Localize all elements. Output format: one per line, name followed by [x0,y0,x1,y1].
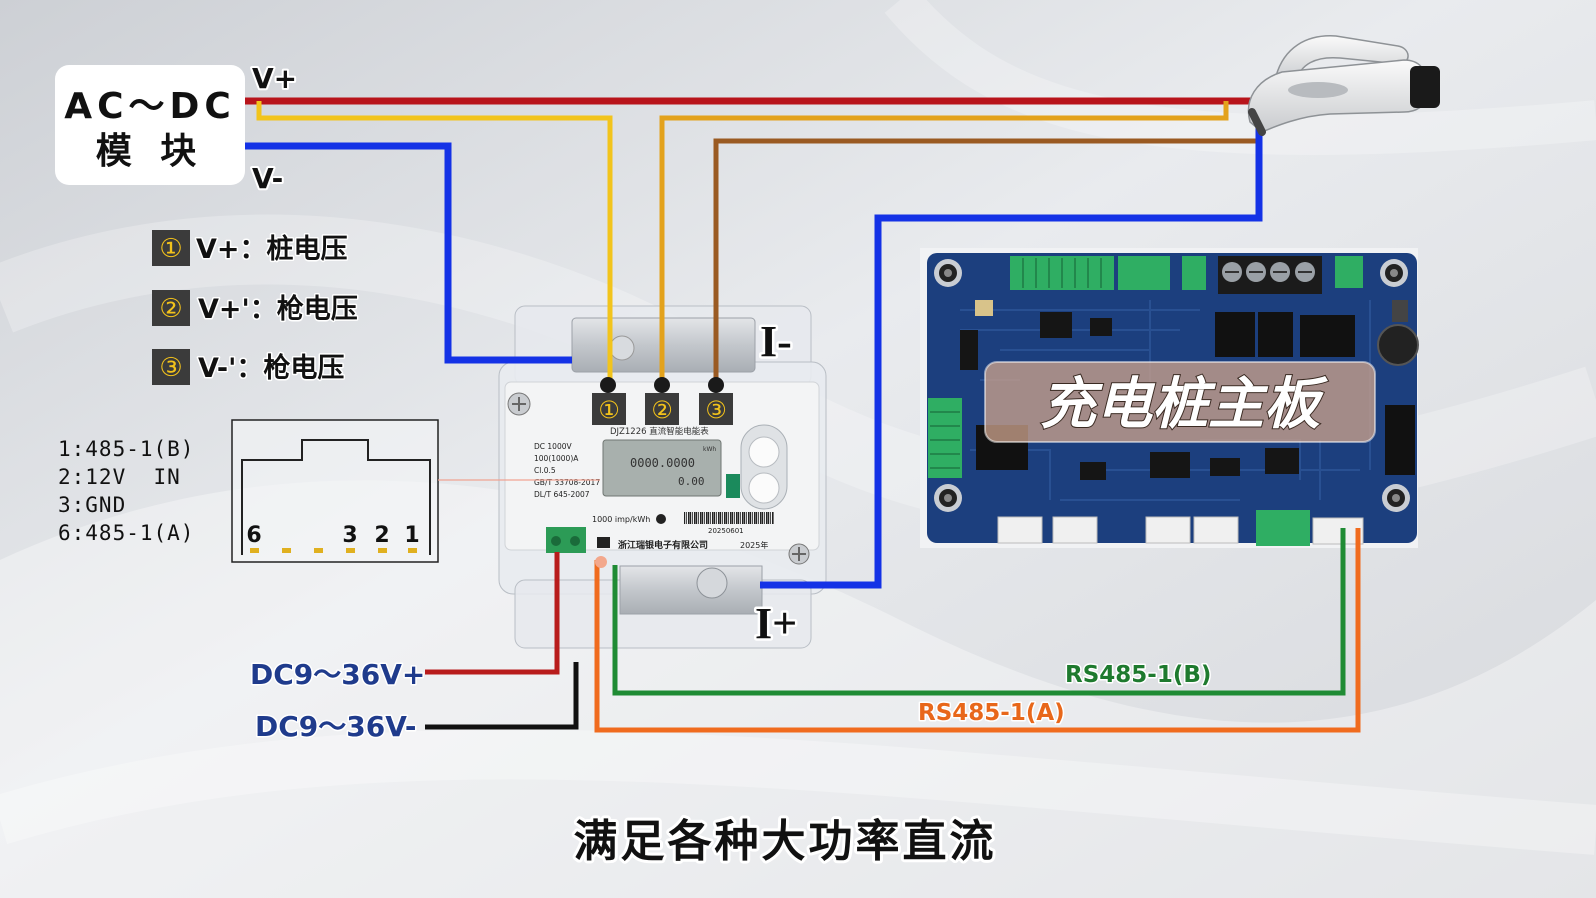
supply-negative-label: DC9～36V- [255,710,417,743]
lcd-unit: kWh [703,446,716,453]
ac-dc-module-box: AC～DC 模 块 [55,65,245,185]
legend-text-3: V-'：枪电压 [198,352,344,384]
module-line2: 模 块 [96,131,205,172]
pinout-line-4: 6:485-1(A) [58,521,194,545]
lcd-power: 0.00 [678,475,705,488]
wires [245,97,1361,733]
terminal-label-2: ② [651,396,673,424]
legend-num-1: ① [159,234,182,264]
wire-supply-positive [425,552,560,675]
connector-pin-3: 3 [342,523,357,548]
terminal-label-1: ① [598,396,620,424]
connector-diagram: 6 3 2 1 [231,419,439,563]
lcd-energy: 0000.0000 [630,456,695,470]
video-subtitle: 满足各种大功率直流 [574,816,997,867]
manufacturer-logo-icon [597,537,610,548]
pinout-line-2: 2:12V IN [58,465,181,489]
wire-rs485-b [612,528,1346,696]
meter-spec-1: DC 1000V [534,442,572,451]
rs485-a-label: RS485-1(A) [918,700,1065,726]
wire-pile-voltage [256,101,613,385]
wire-gun-voltage-negative [713,138,1256,385]
wire-gun-voltage-positive [659,101,1229,385]
dc-negative-label: V- [252,162,283,195]
meter-model: DJZ1226 直流智能电能表 [610,426,709,437]
mounting-holes [934,259,1410,512]
legend-item-2: ② V+'：枪电压 [152,290,359,327]
wire-supply-negative [425,662,579,730]
meter-spec-3: Cl.0.5 [534,466,556,475]
meter-spec-4: GB/T 33708-2017 [534,478,600,487]
wire-dc-negative-output [760,126,1263,589]
meter-constant: 1000 imp/kWh [592,515,650,524]
rs485-b-label: RS485-1(B) [1065,662,1211,688]
connector-pin-1: 1 [404,523,419,548]
meter-manufacturer: 浙江瑞银电子有限公司 [618,539,708,551]
charging-gun-icon [1247,35,1440,136]
dc-positive-label: V+ [252,62,297,95]
legend-item-1: ① V+：桩电压 [152,230,349,267]
connector-pin-2: 2 [374,523,389,548]
connector-pin-6: 6 [246,523,261,548]
pinout-list: 1:485-1(B) 2:12V IN 3:GND 6:485-1(A) [58,437,194,545]
pinout-line-1: 1:485-1(B) [58,437,194,461]
supply-positive-label: DC9～36V+ [250,658,425,691]
mainboard-label: 充电桩主板 [1040,372,1328,437]
meter-terminals: ① ② ③ [592,377,733,425]
meter-serial: 20250601 [708,527,744,535]
legend-num-2: ② [159,294,182,324]
meter-specs: DC 1000V 100(1000)A Cl.0.5 GB/T 33708-20… [534,442,600,499]
current-positive-label: I+ [755,599,797,648]
legend-num-3: ③ [159,353,182,383]
meter-year: 2025年 [740,540,768,550]
legend: ① V+：桩电压 ② V+'：枪电压 ③ V-'：枪电压 [152,230,359,386]
meter-buttons [740,424,788,510]
legend-item-3: ③ V-'：枪电压 [152,349,346,386]
legend-text-1: V+：桩电压 [196,233,348,265]
terminal-label-3: ③ [705,396,727,424]
module-line1: AC～DC [64,86,236,127]
current-negative-label: I- [760,317,792,366]
wire-rs485-a [594,528,1361,733]
meter-spec-5: DL/T 645-2007 [534,490,590,499]
legend-text-2: V+'：枪电压 [198,293,358,325]
charging-pile-mainboard: 充电桩主板 [920,248,1419,548]
barcode [684,512,774,524]
wire-dc-negative-input [245,142,572,364]
meter-lcd: kWh 0000.0000 0.00 [602,439,722,497]
pinout-line-3: 3:GND [58,493,126,517]
pulse-led [656,514,666,524]
meter-spec-2: 100(1000)A [534,454,579,463]
